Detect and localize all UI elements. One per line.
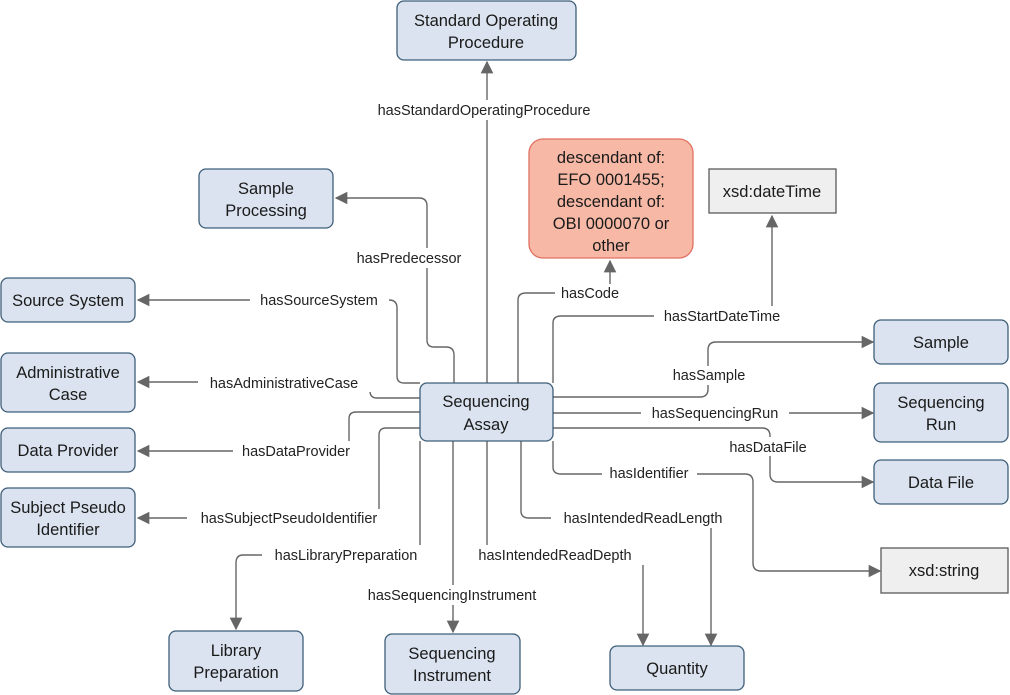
svg-text:Identifier: Identifier <box>36 521 100 539</box>
svg-text:Sample: Sample <box>913 334 969 352</box>
svg-text:Procedure: Procedure <box>448 34 524 52</box>
svg-text:hasSequencingRun: hasSequencingRun <box>652 406 779 422</box>
svg-text:Sample: Sample <box>238 180 294 198</box>
label-has-data-provider: hasDataProvider <box>233 441 359 461</box>
label-has-administrative-case: hasAdministrativeCase <box>198 373 371 392</box>
node-quantity: Quantity <box>609 645 745 691</box>
svg-text:Instrument: Instrument <box>413 667 491 685</box>
node-sequencing-assay: Sequencing Assay <box>419 382 554 442</box>
svg-text:Case: Case <box>49 386 88 404</box>
label-has-standard-operating-procedure: hasStandardOperatingProcedure <box>361 100 607 120</box>
svg-text:hasPredecessor: hasPredecessor <box>357 251 462 267</box>
label-has-sample: hasSample <box>665 366 753 385</box>
label-has-code: hasCode <box>555 284 625 303</box>
svg-text:EFO 0001455;: EFO 0001455; <box>557 171 664 189</box>
svg-text:hasStartDateTime: hasStartDateTime <box>664 309 780 325</box>
svg-text:Data Provider: Data Provider <box>18 442 119 460</box>
node-sequencing-run: Sequencing Run <box>873 382 1009 443</box>
label-has-sequencing-instrument: hasSequencingInstrument <box>354 585 551 605</box>
node-sample-processing: Sample Processing <box>198 168 334 229</box>
svg-text:Sequencing: Sequencing <box>897 394 984 412</box>
node-data-provider: Data Provider <box>0 427 136 473</box>
node-library-preparation: Library Preparation <box>168 630 304 692</box>
svg-text:other: other <box>592 237 630 255</box>
svg-text:Library: Library <box>211 642 262 660</box>
svg-text:hasSequencingInstrument: hasSequencingInstrument <box>368 588 536 604</box>
label-has-intended-read-length: hasIntendedReadLength <box>551 508 735 528</box>
svg-text:Quantity: Quantity <box>646 660 708 678</box>
svg-text:hasDataProvider: hasDataProvider <box>242 444 350 460</box>
svg-text:hasIdentifier: hasIdentifier <box>610 466 689 482</box>
svg-text:hasCode: hasCode <box>561 286 619 302</box>
node-subject-pseudo-identifier: Subject Pseudo Identifier <box>0 487 136 548</box>
svg-text:Sequencing: Sequencing <box>408 645 495 663</box>
label-has-source-system: hasSourceSystem <box>250 291 389 310</box>
edge-has-code <box>517 259 617 383</box>
node-source-system: Source System <box>0 277 136 323</box>
edge-has-identifier <box>552 441 882 578</box>
node-data-file: Data File <box>873 459 1009 505</box>
svg-text:Data File: Data File <box>908 474 974 492</box>
label-has-library-preparation: hasLibraryPreparation <box>262 545 430 565</box>
svg-text:xsd:dateTime: xsd:dateTime <box>723 183 821 201</box>
svg-text:hasSubjectPseudoIdentifier: hasSubjectPseudoIdentifier <box>201 511 378 527</box>
edge-has-source-system <box>136 293 420 384</box>
svg-text:hasSample: hasSample <box>673 368 746 384</box>
label-has-intended-read-depth: hasIntendedReadDepth <box>465 545 645 565</box>
svg-text:descendant of:: descendant of: <box>557 149 665 167</box>
svg-text:hasDataFile: hasDataFile <box>729 440 806 456</box>
svg-text:Subject Pseudo: Subject Pseudo <box>10 499 126 517</box>
node-standard-operating-procedure: Standard Operating Procedure <box>396 0 577 61</box>
label-has-start-date-time: hasStartDateTime <box>654 306 791 326</box>
svg-text:Preparation: Preparation <box>193 664 278 682</box>
svg-text:xsd:string: xsd:string <box>909 562 980 580</box>
label-has-data-file: hasDataFile <box>721 437 815 456</box>
svg-text:Administrative: Administrative <box>16 364 120 382</box>
svg-text:hasStandardOperatingProcedure: hasStandardOperatingProcedure <box>378 103 591 119</box>
label-has-sequencing-run: hasSequencingRun <box>641 403 789 422</box>
svg-text:hasAdministrativeCase: hasAdministrativeCase <box>210 376 358 392</box>
label-has-subject-pseudo-identifier: hasSubjectPseudoIdentifier <box>187 509 391 528</box>
label-has-identifier: hasIdentifier <box>602 464 697 483</box>
node-administrative-case: Administrative Case <box>0 352 136 413</box>
edge-has-predecessor <box>334 191 455 383</box>
svg-text:hasSourceSystem: hasSourceSystem <box>260 293 378 309</box>
node-sequencing-instrument: Sequencing Instrument <box>384 633 521 695</box>
svg-text:hasIntendedReadLength: hasIntendedReadLength <box>564 511 723 527</box>
node-xsd-datetime: xsd:dateTime <box>708 168 837 214</box>
svg-text:Source System: Source System <box>12 292 124 310</box>
svg-text:OBI 0000070 or: OBI 0000070 or <box>553 215 670 233</box>
node-xsd-string: xsd:string <box>880 547 1009 594</box>
svg-text:Processing: Processing <box>225 202 307 220</box>
node-sample: Sample <box>873 319 1009 365</box>
svg-text:Sequencing: Sequencing <box>442 393 529 411</box>
svg-text:Run: Run <box>926 416 956 434</box>
label-has-predecessor: hasPredecessor <box>348 248 470 268</box>
svg-text:hasLibraryPreparation: hasLibraryPreparation <box>275 548 418 564</box>
svg-text:Assay: Assay <box>464 416 510 434</box>
svg-text:hasIntendedReadDepth: hasIntendedReadDepth <box>478 548 631 564</box>
svg-text:descendant of:: descendant of: <box>557 193 665 211</box>
svg-text:Standard Operating: Standard Operating <box>414 12 558 30</box>
node-descendant-constraint: descendant of: EFO 0001455; descendant o… <box>528 138 694 259</box>
